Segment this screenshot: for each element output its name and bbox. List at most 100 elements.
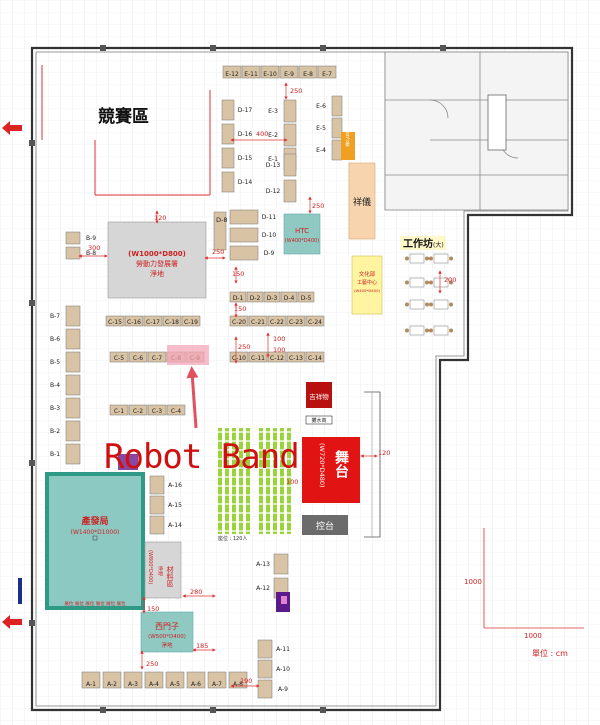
- workshop-table: [433, 253, 449, 264]
- booth: [331, 139, 343, 161]
- booth-label: C-1: [114, 408, 124, 415]
- booth-col-b-top: B-9B-8: [65, 231, 96, 260]
- booth: [246, 291, 264, 303]
- booth: [128, 351, 148, 363]
- workshop-chair: [425, 328, 429, 333]
- workshop-table: [433, 299, 449, 310]
- booth-label: A-15: [168, 502, 182, 509]
- booth: [286, 315, 306, 327]
- robot-band-marker: [118, 454, 138, 470]
- booth-label: D-2: [250, 295, 261, 302]
- zone-ximending: 西門子 (W500*D400) 淨地: [140, 611, 194, 653]
- workshop-table: [409, 325, 425, 336]
- booth: [102, 671, 122, 689]
- workshop-chair: [405, 256, 409, 261]
- zone-material: 材料區 (W800*D400) 淨地: [144, 541, 182, 599]
- booth: [263, 291, 281, 303]
- booth: [149, 495, 165, 515]
- zone-xiangyi-label: 祥儀: [353, 196, 371, 208]
- workshop-table: [409, 299, 425, 310]
- dim-100b: 100: [273, 346, 285, 354]
- competition-area-outline: [41, 65, 211, 196]
- booth: [149, 475, 165, 495]
- zone-culture: 文化部 工藝中心 (W400*D400): [351, 255, 383, 315]
- booth-label: D-17: [238, 107, 253, 114]
- booth-label: C-13: [289, 355, 303, 362]
- booth-col-d-mid: D-13D-12: [266, 153, 297, 203]
- workshop-chair: [429, 328, 433, 333]
- zone-industry-bottom-label: 展位 展位 展位 展位 展位 展位: [64, 600, 126, 607]
- entrance-arrows: [2, 121, 22, 629]
- dim-250d: 250: [238, 343, 250, 351]
- booth-label: D-12: [266, 188, 281, 195]
- booth: [147, 351, 167, 363]
- booth-label: B-5: [50, 359, 60, 366]
- booth-label: E-2: [268, 132, 278, 139]
- entrance-arrow-left-top: [2, 121, 22, 135]
- dim-190: 190: [240, 677, 252, 685]
- booth-label: A-4: [149, 681, 159, 688]
- booth: [331, 117, 343, 139]
- booth-label: E-9: [284, 71, 294, 78]
- seat-row: [246, 428, 250, 534]
- booth-label: A-13: [256, 561, 270, 568]
- dim-100c: 100: [286, 478, 298, 486]
- unit-label: 單位 : cm: [532, 648, 568, 658]
- scale-bars: [483, 528, 584, 629]
- booth-label: C-18: [165, 319, 179, 326]
- booth: [279, 65, 299, 79]
- robot-band-label: Robot Band: [104, 437, 299, 477]
- booth-label: A-6: [191, 681, 201, 688]
- booth-label: E-7: [322, 71, 332, 78]
- booth-label: C-4: [171, 408, 181, 415]
- booth: [221, 147, 235, 169]
- booth-label: A-2: [107, 681, 117, 688]
- booth-label: D-13: [266, 162, 281, 169]
- seat-row: [280, 428, 284, 534]
- booth: [229, 291, 247, 303]
- booth: [65, 231, 81, 245]
- dim-250c: 250: [212, 248, 224, 256]
- booth-label: D-9: [264, 250, 275, 257]
- booth: [124, 315, 144, 327]
- dim-300: 300: [88, 244, 100, 252]
- booth: [65, 443, 81, 465]
- booth-label: B-9: [86, 235, 96, 242]
- zone-xiangyi: 祥儀: [348, 162, 376, 240]
- dim-250e: 250: [146, 660, 158, 668]
- seat-row: [218, 428, 222, 534]
- booth: [186, 671, 206, 689]
- robot-band-arrow: [186, 366, 199, 429]
- booth-label: B-6: [50, 336, 60, 343]
- zone-stage: 舞台 (W720*D480): [302, 437, 360, 503]
- booth: [65, 397, 81, 419]
- booth-label: D-14: [238, 179, 253, 186]
- booth: [257, 679, 273, 699]
- booth: [162, 315, 182, 327]
- workshop-chair: [449, 280, 453, 285]
- zone-ximending-floor: 淨地: [161, 641, 173, 649]
- booth: [65, 351, 81, 373]
- zone-htc: HTC (W400*D400): [283, 213, 321, 255]
- booth-label: C-20: [232, 319, 246, 326]
- workshop-table: [409, 277, 425, 288]
- booth: [229, 315, 249, 327]
- booth-label: E-4: [316, 147, 326, 154]
- workshop-chair: [449, 302, 453, 307]
- zone-culture-label: 文化部: [359, 270, 376, 278]
- booth-col-e-right: E-6E-5E-4: [316, 95, 343, 161]
- highlight-robot-band-booths: [167, 345, 209, 365]
- booth-label: C-5: [114, 355, 124, 362]
- booth-label: B-4: [50, 382, 60, 389]
- booth-label: C-17: [146, 319, 160, 326]
- booth: [305, 351, 325, 363]
- workshop-chair: [449, 328, 453, 333]
- booth-label: A-7: [212, 681, 222, 688]
- booth: [65, 420, 81, 442]
- zone-ximending-label: 西門子: [155, 622, 179, 631]
- booth-label: E-1: [268, 156, 278, 163]
- booth-col-d-right: D-11D-10D-9: [229, 209, 276, 261]
